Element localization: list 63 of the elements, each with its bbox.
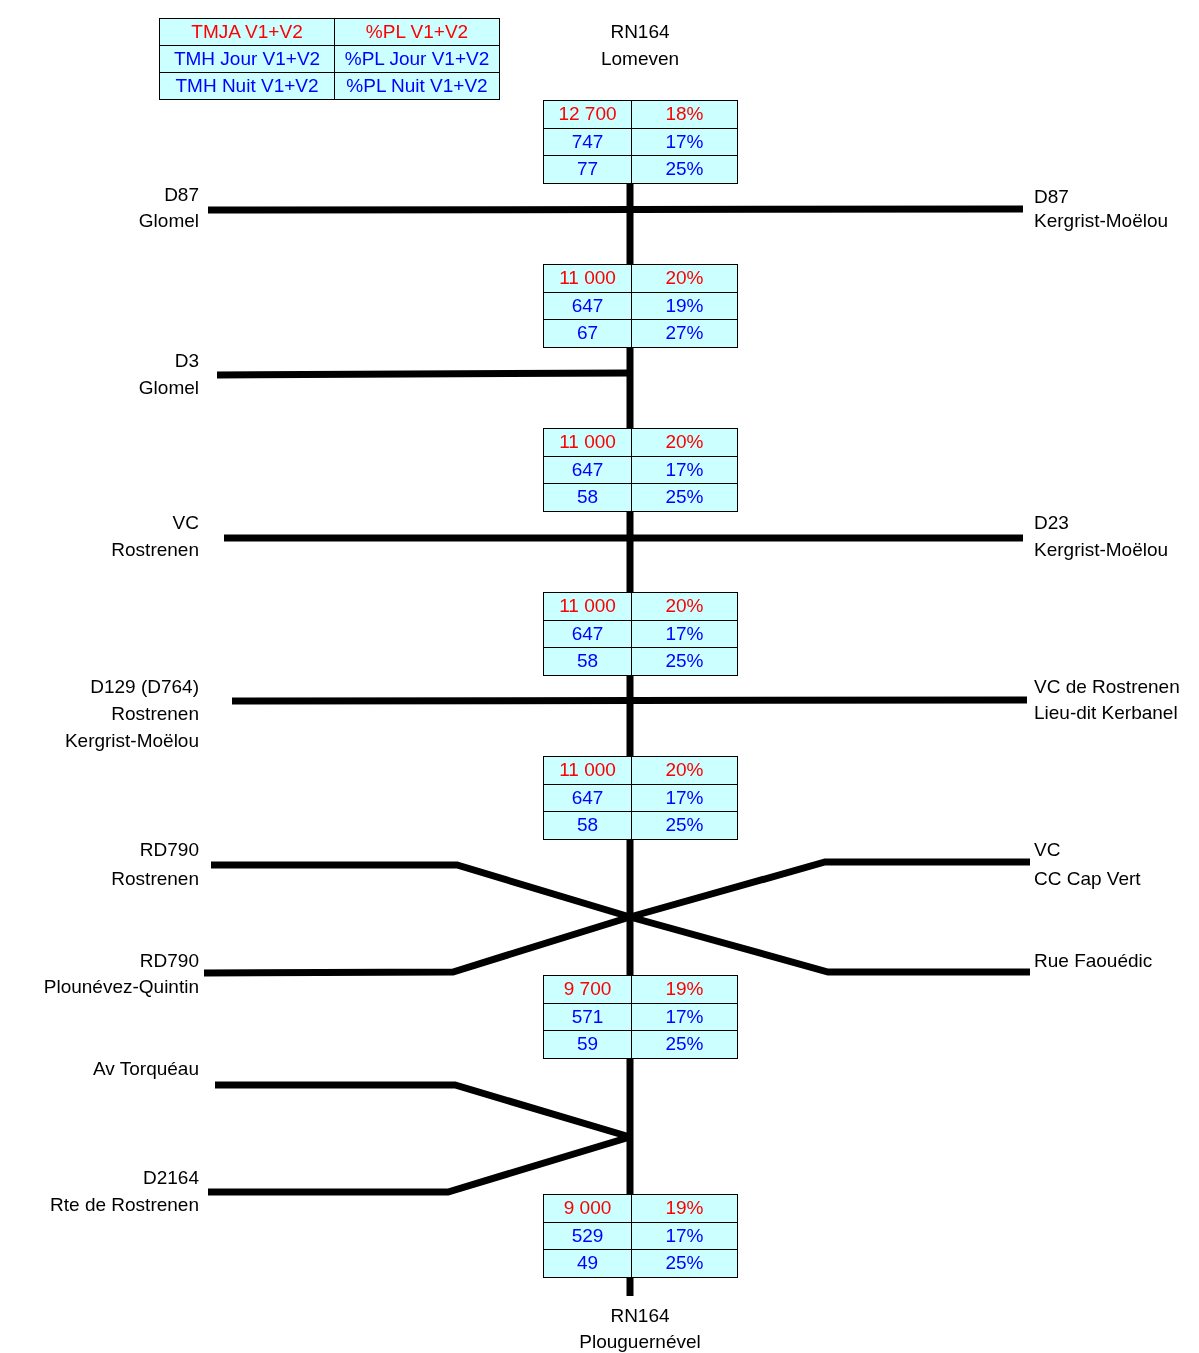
table-cell: 20% (631, 264, 738, 293)
road-name: Kergrist-Moëlou (1034, 538, 1169, 562)
table-cell: %PL Jour V1+V2 (334, 45, 500, 73)
table-cell: 12 700 (543, 100, 632, 129)
table-cell: 11 000 (543, 756, 632, 785)
table-cell: %PL Nuit V1+V2 (334, 72, 500, 100)
road-name: D2164 (143, 1166, 199, 1190)
road-name: D129 (D764) (90, 675, 199, 699)
table-cell: 25% (631, 647, 738, 676)
road-name: Kergrist-Moëlou (64, 729, 199, 753)
table-cell: TMH Nuit V1+V2 (159, 72, 335, 100)
road-name: Plounévez-Quintin (43, 975, 199, 999)
table-cell: 11 000 (543, 428, 632, 457)
road-name: Rte de Rostrenen (50, 1193, 199, 1217)
road-name: VC (1034, 838, 1061, 862)
road-name: D87 (164, 183, 199, 207)
road-name: Lomeven (600, 47, 680, 71)
table-cell: 58 (543, 811, 632, 840)
table-cell: 11 000 (543, 592, 632, 621)
table-cell: 19% (631, 1194, 738, 1223)
road-name: Rostrenen (111, 538, 199, 562)
road-name: VC de Rostrenen (1034, 675, 1180, 699)
table-cell: 11 000 (543, 264, 632, 293)
table-cell: 67 (543, 319, 632, 348)
road-name: Rue Faouédic (1034, 949, 1153, 973)
road-name: D87 (1034, 185, 1069, 209)
road-name: Rostrenen (111, 702, 199, 726)
table-cell: 9 000 (543, 1194, 632, 1223)
table-cell: 25% (631, 155, 738, 184)
road-name: CC Cap Vert (1034, 867, 1141, 891)
table-cell: %PL V1+V2 (334, 18, 500, 46)
table-cell: 20% (631, 428, 738, 457)
table-cell: 58 (543, 647, 632, 676)
table-cell: 59 (543, 1030, 632, 1059)
table-cell: TMH Jour V1+V2 (159, 45, 335, 73)
table-cell: 20% (631, 756, 738, 785)
table-cell: 25% (631, 483, 738, 512)
road-name: Plouguernével (579, 1330, 701, 1353)
table-cell: 58 (543, 483, 632, 512)
road-name: Glomel (138, 376, 199, 400)
table-cell: 25% (631, 1249, 738, 1278)
table-cell: 49 (543, 1249, 632, 1278)
table-cell: 18% (631, 100, 738, 129)
road-name: Av Torquéau (93, 1057, 199, 1081)
road-name: D3 (174, 349, 199, 373)
table-cell: 19% (631, 975, 738, 1004)
table-cell: 27% (631, 319, 738, 348)
road-name: Rostrenen (111, 867, 199, 891)
road-name: Kergrist-Moëlou (1034, 209, 1169, 233)
road-name: D23 (1034, 511, 1069, 535)
road-name: Lieu-dit Kerbanel (1034, 701, 1178, 725)
table-cell: 77 (543, 155, 632, 184)
road-name: Glomel (138, 209, 199, 233)
table-cell: TMJA V1+V2 (159, 18, 335, 46)
road-name: RD790 (139, 838, 199, 862)
table-cell: 25% (631, 1030, 738, 1059)
road-name: VC (172, 511, 199, 535)
table-cell: 20% (631, 592, 738, 621)
table-cell: 25% (631, 811, 738, 840)
table-cell: 9 700 (543, 975, 632, 1004)
road-name: RN164 (610, 1304, 670, 1328)
road-name: RN164 (610, 20, 670, 44)
road-name: RD790 (139, 949, 199, 973)
